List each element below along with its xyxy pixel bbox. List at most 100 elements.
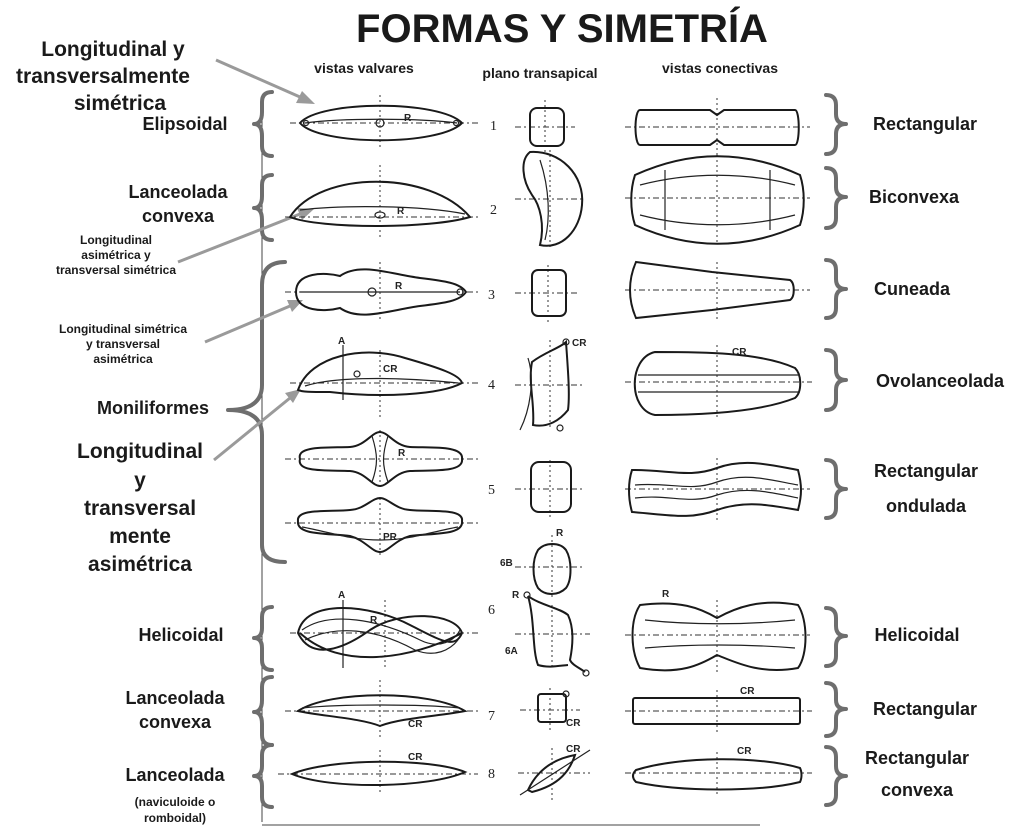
label-long-trans-sim-3: simétrica xyxy=(74,92,167,115)
label-long-trans-asim-2: y xyxy=(134,469,146,492)
label-lanceolada-convexa-1b: convexa xyxy=(142,206,215,226)
arrow-long-sim xyxy=(205,300,303,342)
transapical-view-2 xyxy=(515,150,585,250)
svg-text:R: R xyxy=(556,528,564,539)
transapical-view-4: CR xyxy=(515,338,587,431)
label-long-trans-asim-5: asimétrica xyxy=(88,553,192,576)
row-number-6: 6 xyxy=(488,603,495,618)
label-rect-convexa-2: convexa xyxy=(881,780,954,800)
svg-text:CR: CR xyxy=(566,744,581,755)
label-long-asim-3: transversal simétrica xyxy=(56,263,176,277)
svg-text:CR: CR xyxy=(383,364,398,375)
brace-right-8 xyxy=(826,747,846,805)
header-plano-transapical: plano transapical xyxy=(482,65,597,81)
label-long-asim-2: asimétrica y xyxy=(81,248,151,262)
label-long-trans-asim-1: Longitudinal xyxy=(77,440,203,463)
transapical-view-6a: R 6A xyxy=(505,590,590,676)
svg-text:R: R xyxy=(398,448,406,459)
svg-text:CR: CR xyxy=(408,719,423,730)
valvar-view-1: R xyxy=(290,95,478,150)
conectiva-view-5 xyxy=(625,458,810,520)
label-cuneada: Cuneada xyxy=(874,279,951,299)
arrow-top xyxy=(216,60,315,104)
transapical-view-3 xyxy=(515,265,580,322)
row-number-8: 8 xyxy=(488,767,495,782)
label-rect-convexa-1: Rectangular xyxy=(865,748,969,768)
label-rectangular-2: Rectangular xyxy=(873,699,977,719)
brace-right-2 xyxy=(826,168,846,228)
valvar-view-6: A R xyxy=(290,590,478,670)
svg-text:PR: PR xyxy=(383,532,398,543)
brace-left-moniliformes xyxy=(228,262,285,562)
label-biconvexa: Biconvexa xyxy=(869,187,960,207)
transapical-view-8: CR xyxy=(518,744,590,800)
brace-right-7 xyxy=(826,683,846,736)
transapical-view-1 xyxy=(515,100,575,155)
transapical-view-7: CR xyxy=(520,688,581,732)
label-long-sim-2: y transversal xyxy=(86,337,160,351)
conectiva-view-8: CR xyxy=(625,746,812,795)
label-long-trans-sim-2: transversalmente xyxy=(16,65,190,88)
brace-left-helicoidal xyxy=(254,607,272,670)
label-long-trans-asim-4: mente xyxy=(109,525,171,548)
label-naviculoide-1: (naviculoide o xyxy=(135,795,216,809)
label-lanceolada-convexa-1a: Lanceolada xyxy=(128,182,228,202)
svg-text:A: A xyxy=(338,336,345,347)
valvar-view-7: CR xyxy=(285,680,478,740)
row-number-2: 2 xyxy=(490,203,497,218)
label-rect-ondulada-1: Rectangular xyxy=(874,461,978,481)
brace-left-1 xyxy=(254,92,272,156)
valvar-view-5a: R xyxy=(285,430,478,488)
brace-left-lanceolada-convexa xyxy=(254,677,272,745)
svg-text:R: R xyxy=(397,206,405,217)
label-naviculoide-2: romboidal) xyxy=(144,811,206,825)
label-helicoidal-right: Helicoidal xyxy=(874,625,959,645)
svg-text:CR: CR xyxy=(408,752,423,763)
label-rectangular-1: Rectangular xyxy=(873,114,977,134)
svg-text:R: R xyxy=(662,589,670,600)
label-long-trans-sim-1: Longitudinal y xyxy=(41,38,185,61)
brace-right-5 xyxy=(826,460,846,518)
label-long-trans-asim-3: transversal xyxy=(84,497,196,520)
svg-text:CR: CR xyxy=(566,718,581,729)
label-long-sim-1: Longitudinal simétrica xyxy=(59,322,187,336)
label-long-sim-3: asimétrica xyxy=(93,352,153,366)
label-ovolanceolada: Ovolanceolada xyxy=(876,371,1005,391)
label-lanceolada-convexa-2b: convexa xyxy=(139,712,212,732)
brace-right-1 xyxy=(826,95,846,154)
label-lanceolada: Lanceolada xyxy=(125,765,225,785)
conectiva-view-7: CR xyxy=(625,686,812,735)
conectiva-view-2 xyxy=(625,155,810,245)
valvar-view-3: R xyxy=(285,262,478,320)
label-elipsoidal: Elipsoidal xyxy=(142,114,227,134)
brace-right-3 xyxy=(826,260,846,318)
brace-right-6 xyxy=(826,608,846,666)
svg-text:CR: CR xyxy=(572,338,587,349)
svg-text:A: A xyxy=(338,590,345,601)
svg-text:R: R xyxy=(370,615,378,626)
brace-left-lanceolada xyxy=(254,745,272,807)
svg-text:CR: CR xyxy=(737,746,752,757)
diagram-title: FORMAS Y SIMETRÍA xyxy=(356,6,768,51)
valvar-view-5b: PR xyxy=(285,498,478,555)
valvar-view-8: CR xyxy=(278,750,478,795)
conectiva-view-4: CR xyxy=(625,345,812,420)
conectiva-view-1 xyxy=(625,98,810,155)
row-number-5: 5 xyxy=(488,483,495,498)
label-lanceolada-convexa-2a: Lanceolada xyxy=(125,688,225,708)
svg-text:6A: 6A xyxy=(505,646,518,657)
svg-text:CR: CR xyxy=(732,347,747,358)
conectiva-view-3 xyxy=(625,262,810,322)
row-number-7: 7 xyxy=(488,709,495,724)
row-number-4: 4 xyxy=(488,378,495,393)
brace-right-4 xyxy=(826,350,846,410)
svg-text:R: R xyxy=(512,590,520,601)
svg-text:R: R xyxy=(404,113,412,124)
header-vistas-valvares: vistas valvares xyxy=(314,60,414,76)
svg-text:R: R xyxy=(395,281,403,292)
label-rect-ondulada-2: ondulada xyxy=(886,496,967,516)
valvar-view-2: R xyxy=(285,165,478,240)
row-number-3: 3 xyxy=(488,288,495,303)
label-helicoidal-left: Helicoidal xyxy=(138,625,223,645)
